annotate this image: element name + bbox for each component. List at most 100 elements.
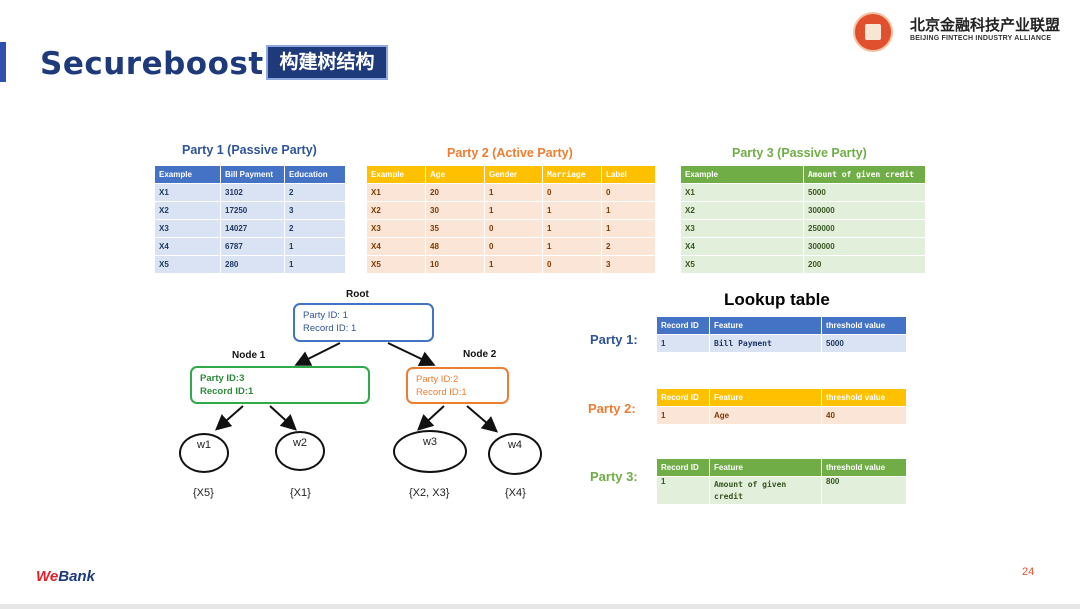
lookup-header: Feature	[710, 389, 821, 406]
cell: 3	[285, 202, 345, 219]
leaf-set-w4: {X4}	[505, 487, 526, 499]
cell: 1	[657, 477, 709, 504]
cell: X4	[367, 238, 425, 255]
cell: 200	[804, 256, 925, 273]
lookup-header: Record ID	[657, 459, 709, 476]
party1-title: Party 1 (Passive Party)	[182, 143, 317, 157]
lookup-header: Feature	[710, 459, 821, 476]
root-node: Party ID: 1 Record ID: 1	[293, 303, 434, 342]
cell: 0	[485, 220, 542, 237]
lookup-party2-label: Party 2:	[588, 401, 636, 416]
cell: 280	[221, 256, 284, 273]
lookup-header: Record ID	[657, 389, 709, 406]
leaf-label: w3	[422, 436, 438, 448]
cell: 0	[485, 238, 542, 255]
cell: 1	[602, 220, 655, 237]
root-record-id: Record ID: 1	[303, 323, 357, 334]
lookup-header: threshold value	[822, 389, 906, 406]
slide-title: Secureboost	[40, 46, 264, 82]
cell: X4	[681, 238, 803, 255]
cell: 1	[543, 238, 601, 255]
leaf-w2: w2	[275, 431, 325, 471]
node2: Party ID:2 Record ID:1	[406, 367, 509, 404]
node1-record-id: Record ID:1	[200, 386, 254, 397]
party1-header: Example	[155, 166, 220, 183]
cell: 48	[426, 238, 484, 255]
cell: 5000	[822, 335, 906, 352]
cell: X4	[155, 238, 220, 255]
cell: 20	[426, 184, 484, 201]
page-number: 24	[1022, 566, 1035, 578]
cell: 300000	[804, 202, 925, 219]
cell: 35	[426, 220, 484, 237]
cell: 10	[426, 256, 484, 273]
edge-node2-w4	[466, 405, 499, 433]
node1-label: Node 1	[232, 350, 266, 361]
cell: 1	[485, 202, 542, 219]
accent-bar	[0, 42, 6, 82]
cell: 0	[543, 256, 601, 273]
cell: 1	[602, 202, 655, 219]
lookup-header: Record ID	[657, 317, 709, 334]
party1-header: Education	[285, 166, 345, 183]
cell: X3	[367, 220, 425, 237]
cell: 1	[485, 184, 542, 201]
title-badge: 构建树结构	[266, 45, 388, 80]
cell: 250000	[804, 220, 925, 237]
cell: 2	[285, 220, 345, 237]
leaf-label: w1	[196, 439, 212, 451]
cell: 1	[543, 220, 601, 237]
lookup-header: threshold value	[822, 317, 906, 334]
cell: 0	[602, 184, 655, 201]
cell: 1	[485, 256, 542, 273]
edge-node1-w1	[214, 405, 244, 431]
cell: Age	[710, 407, 821, 424]
lookup-header: threshold value	[822, 459, 906, 476]
party2-title: Party 2 (Active Party)	[447, 146, 573, 160]
party3-header: Amount of given credit	[804, 166, 925, 183]
cell: 2	[602, 238, 655, 255]
node2-record-id: Record ID:1	[416, 387, 467, 398]
party2-header: Gender	[485, 166, 542, 183]
leaf-w4: w4	[488, 433, 542, 475]
leaf-label: w2	[292, 437, 308, 449]
edge-root-node2	[387, 342, 436, 367]
edge-node2-w3	[417, 405, 445, 431]
cell: 40	[822, 407, 906, 424]
cell: X3	[155, 220, 220, 237]
cell: 1	[285, 256, 345, 273]
lookup-party1-label: Party 1:	[590, 332, 638, 347]
node1: Party ID:3 Record ID:1	[190, 366, 370, 404]
leaf-set-w1: {X5}	[193, 487, 214, 499]
cell: 1	[657, 335, 709, 352]
cell: 2	[285, 184, 345, 201]
cell: 300000	[804, 238, 925, 255]
cell: X5	[367, 256, 425, 273]
cell: 1	[657, 407, 709, 424]
org-name-en: BEIJING FINTECH INDUSTRY ALLIANCE	[910, 35, 1052, 42]
cell: 30	[426, 202, 484, 219]
cell: 5000	[804, 184, 925, 201]
logo-we: We	[36, 568, 59, 585]
node1-party-id: Party ID:3	[200, 373, 245, 384]
alliance-logo-icon	[853, 12, 893, 52]
cell: 17250	[221, 202, 284, 219]
edge-root-node1	[294, 342, 341, 366]
lookup-party3-label: Party 3:	[590, 469, 638, 484]
lookup-title: Lookup table	[724, 290, 830, 309]
